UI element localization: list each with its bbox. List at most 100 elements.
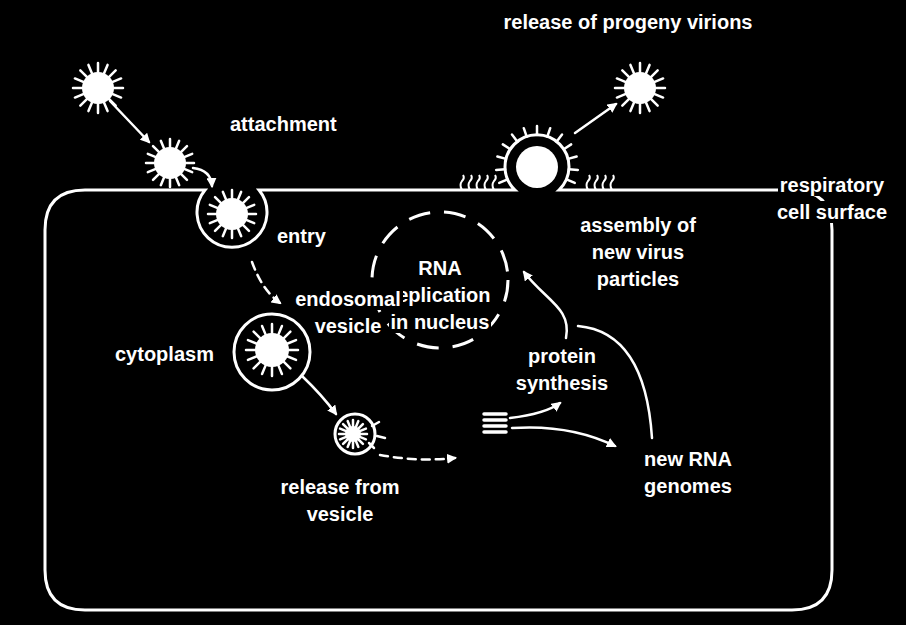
virion-core	[216, 198, 248, 230]
step-label: attachment	[228, 113, 339, 135]
fragment	[372, 422, 379, 426]
step-label-box: attachment	[228, 111, 339, 138]
spike	[146, 162, 156, 165]
spike	[653, 93, 663, 97]
spike	[180, 146, 187, 153]
spike	[175, 141, 179, 150]
spike	[639, 102, 642, 113]
spike	[630, 65, 634, 75]
respiratory-cell: RNA replication in nucleusrespiratory ce…	[45, 190, 832, 610]
spike	[654, 87, 665, 90]
endocytosis-arrow	[252, 262, 280, 303]
step-label-box: release from vesicle	[265, 474, 415, 528]
spike	[88, 65, 92, 75]
node-label: RNA replication in nucleus	[387, 257, 492, 333]
spike	[617, 78, 627, 82]
spike	[215, 224, 222, 231]
spike	[111, 78, 121, 82]
step-label: endosomal vesicle	[293, 288, 403, 337]
step-label: release of progeny virions	[502, 11, 755, 33]
protein-arrow	[510, 403, 560, 418]
spike	[75, 78, 85, 82]
spike	[271, 324, 274, 335]
spike	[184, 162, 194, 165]
spike	[286, 340, 296, 344]
spike	[111, 93, 121, 97]
spike	[153, 173, 160, 180]
spike	[97, 63, 100, 74]
rna-strand	[484, 412, 506, 416]
membrane-protein	[469, 175, 472, 190]
spike	[271, 365, 274, 376]
nuclear-envelope	[372, 212, 508, 348]
spike	[97, 102, 100, 113]
rna-stack	[484, 414, 506, 432]
spike	[237, 192, 241, 201]
spike	[215, 197, 222, 204]
spike	[175, 176, 179, 185]
genome-arrow	[512, 427, 615, 446]
spike	[210, 205, 219, 209]
spike	[248, 340, 258, 344]
membrane-protein	[603, 175, 606, 190]
release-arrow	[575, 104, 616, 133]
import-arrow	[380, 455, 455, 459]
spike	[650, 70, 658, 78]
fragment	[369, 443, 374, 448]
spike	[617, 93, 627, 97]
virion	[615, 63, 665, 113]
spike	[653, 78, 663, 82]
spike	[223, 192, 227, 201]
step-label-box: release of progeny virions	[502, 9, 755, 36]
spike	[75, 93, 85, 97]
virion	[246, 324, 298, 376]
spike	[161, 141, 165, 150]
step-label: assembly of new virus particles	[578, 214, 698, 290]
bud-core	[516, 146, 558, 188]
fragment	[377, 436, 385, 438]
spike	[223, 227, 227, 236]
rna-strand	[484, 418, 506, 422]
spike	[108, 98, 116, 106]
virion	[73, 63, 123, 113]
step-label-box: new RNA genomes	[623, 446, 753, 500]
rna-strand	[484, 424, 506, 428]
step-label: new RNA genomes	[642, 448, 734, 497]
spike	[103, 65, 107, 75]
spike	[80, 98, 88, 106]
spike	[283, 332, 291, 340]
assembly-arrow	[524, 272, 567, 338]
vesicle-arrow	[302, 376, 336, 414]
step-label-box: protein synthesis	[505, 343, 620, 397]
spike	[286, 356, 296, 360]
rna-strand	[484, 430, 506, 434]
spike	[242, 197, 249, 204]
spike	[108, 70, 116, 78]
spike	[359, 429, 366, 432]
spike	[254, 332, 262, 340]
virion-core	[154, 147, 186, 179]
small-vesicle-membrane	[335, 414, 375, 454]
spike	[231, 228, 234, 238]
membrane-protein	[587, 175, 590, 190]
spike	[622, 98, 630, 106]
spike	[339, 433, 347, 436]
cell-outline	[45, 135, 832, 610]
spike	[340, 436, 347, 439]
spike	[287, 349, 298, 352]
spike	[231, 190, 234, 200]
membrane-protein	[595, 175, 598, 190]
spike	[153, 146, 160, 153]
spike	[352, 420, 355, 428]
endosomal-vesicle-membrane	[234, 314, 310, 390]
spike	[355, 440, 358, 447]
step-label-box: endosomal vesicle	[283, 286, 413, 340]
spike	[639, 63, 642, 74]
spike	[278, 326, 282, 336]
spike	[246, 349, 257, 352]
spike	[645, 101, 649, 111]
nucleus: RNA replication in nucleus	[370, 210, 510, 350]
step-label-box: entry	[275, 223, 328, 250]
node-label-box: respiratory cell surface	[770, 172, 895, 226]
membrane-protein	[493, 175, 496, 190]
